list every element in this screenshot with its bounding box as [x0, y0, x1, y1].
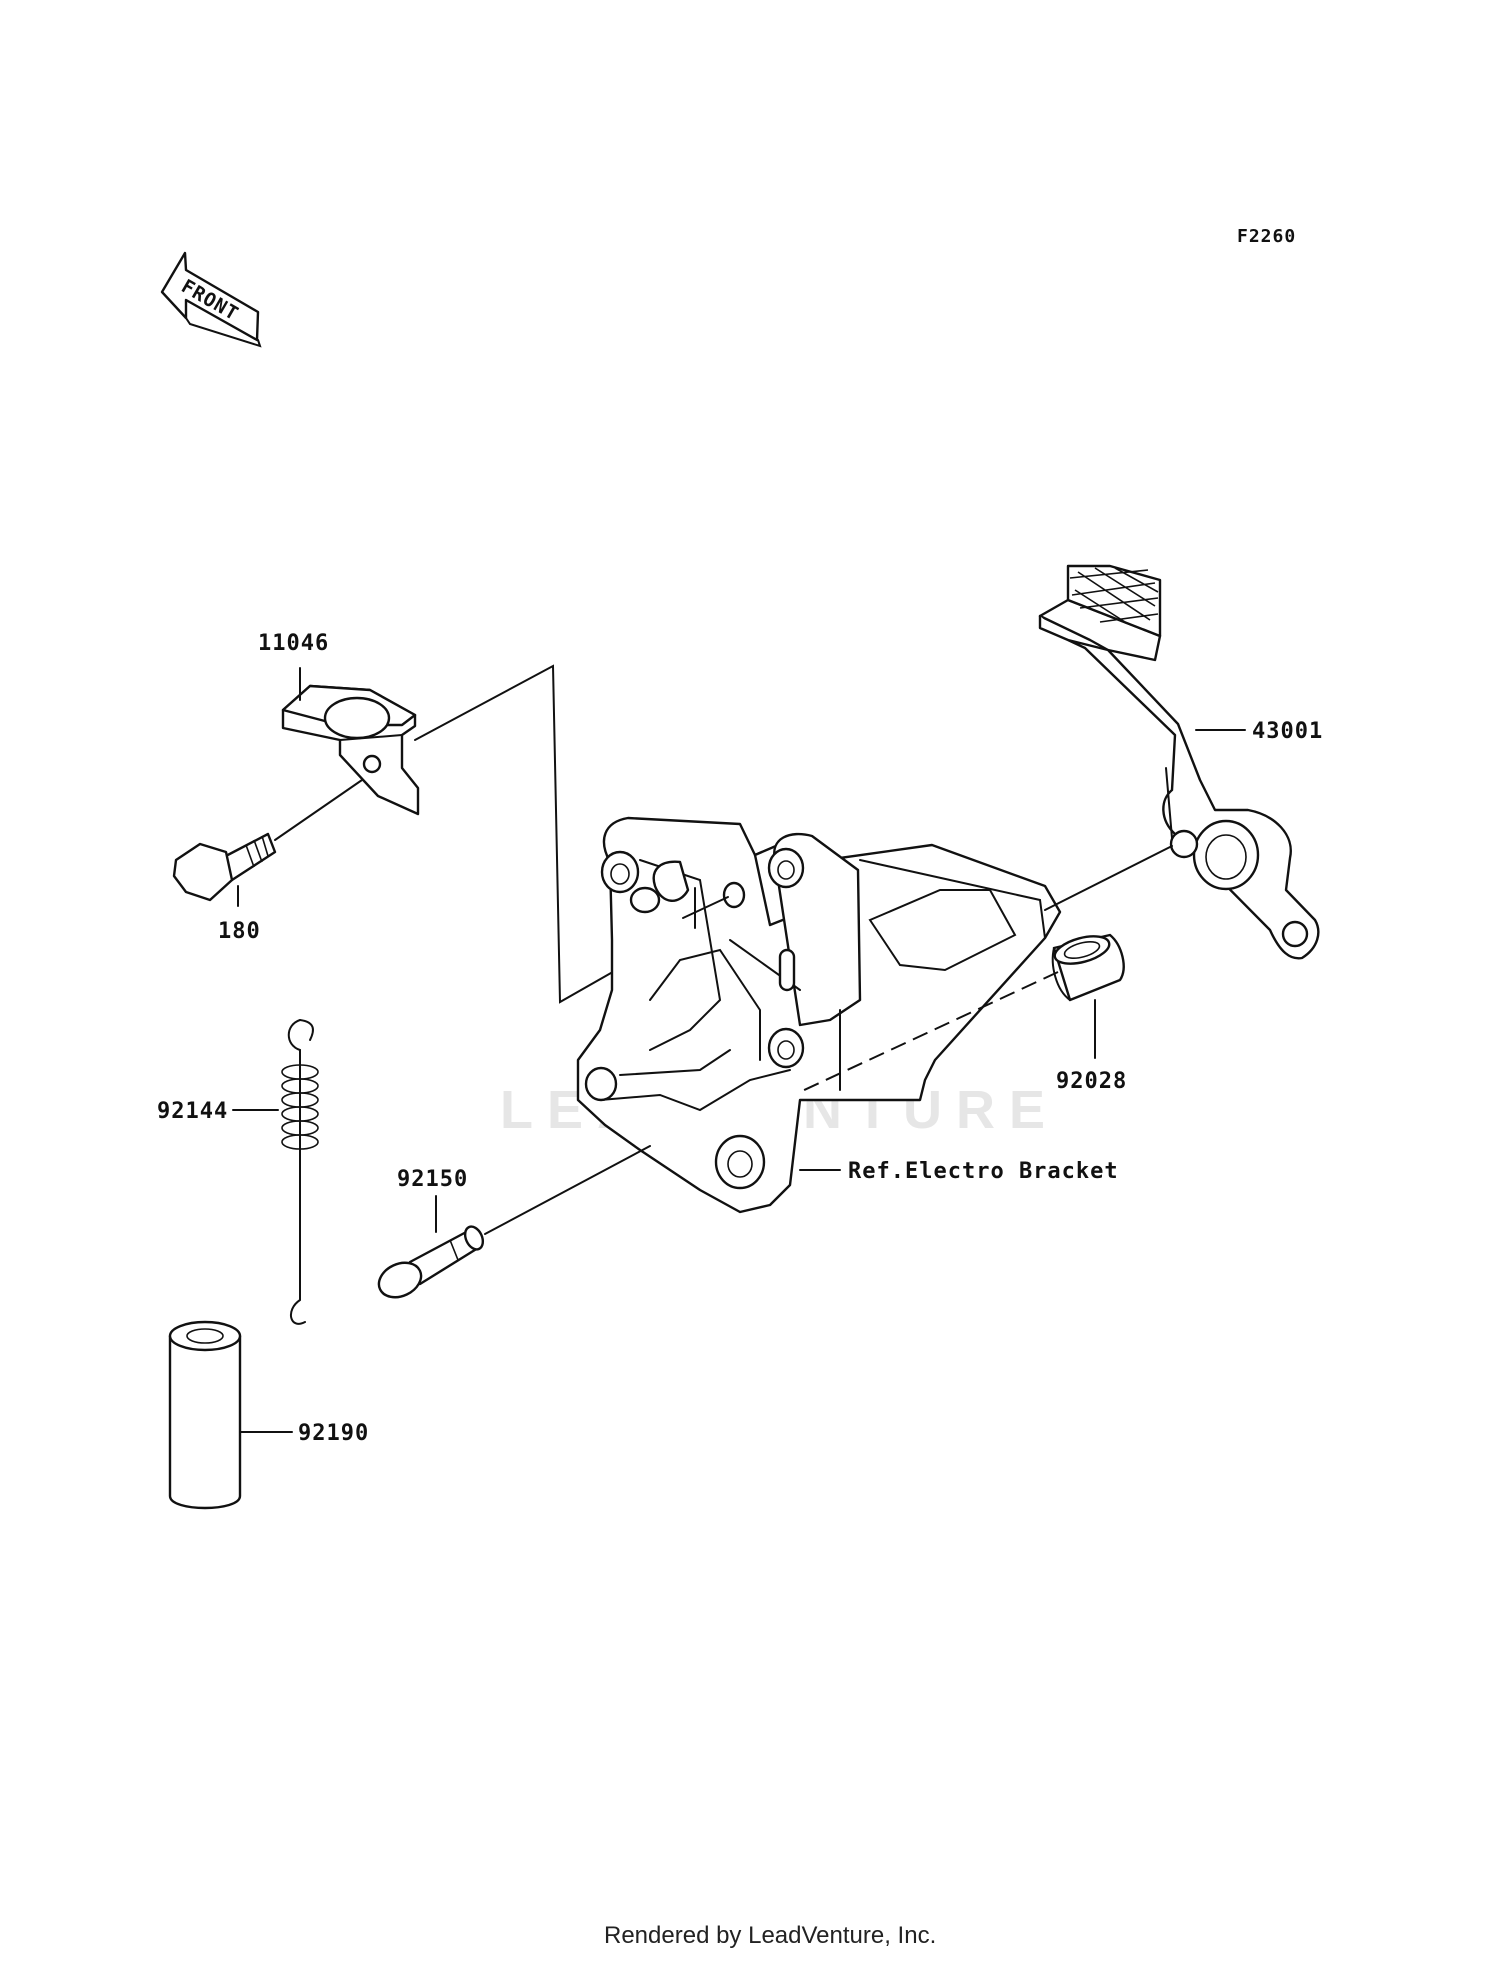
label-92028[interactable]: 92028: [1056, 1069, 1127, 1094]
electro-bracket[interactable]: [576, 816, 1062, 1214]
part-43001-brake-pedal[interactable]: [1038, 564, 1320, 960]
assembly-line-clamp: [414, 664, 626, 1004]
assembly-line-pin-92150: [484, 1145, 651, 1235]
leader-180-to-11046: [274, 779, 363, 841]
label-11046[interactable]: 11046: [258, 631, 329, 656]
label-ref-bracket[interactable]: Ref.Electro Bracket: [848, 1159, 1119, 1184]
label-43001[interactable]: 43001: [1252, 719, 1323, 744]
part-180-bolt[interactable]: [172, 832, 277, 902]
label-92144[interactable]: 92144: [157, 1099, 228, 1124]
label-92150[interactable]: 92150: [397, 1167, 468, 1192]
part-92028-bushing[interactable]: [1051, 931, 1125, 1002]
label-92190[interactable]: 92190: [298, 1421, 369, 1446]
assembly-line-pedal: [1044, 845, 1173, 911]
assembly-line-pin: [682, 896, 729, 919]
part-92144-spring[interactable]: [281, 1019, 319, 1325]
part-11046-clamp[interactable]: [281, 684, 420, 816]
front-arrow-icon: FRONT: [160, 251, 262, 348]
diagram-code: F2260: [1237, 226, 1296, 247]
part-92150-pin[interactable]: [373, 1224, 486, 1304]
footer-credit: Rendered by LeadVenture, Inc.: [604, 1922, 936, 1949]
label-180[interactable]: 180: [218, 919, 261, 944]
part-92190-tube[interactable]: [168, 1320, 242, 1510]
